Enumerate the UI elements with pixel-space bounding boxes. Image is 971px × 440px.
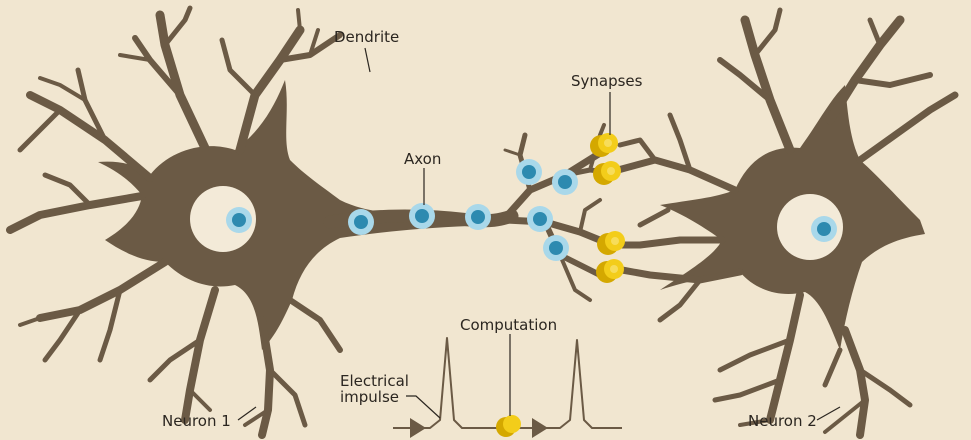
signal-axon-1	[348, 209, 374, 235]
synapse-3	[597, 231, 625, 255]
synapses-label: Synapses	[571, 72, 643, 90]
impulse-line	[393, 338, 622, 428]
electrical-leader	[406, 396, 440, 418]
neuron-1-label: Neuron 1	[162, 412, 231, 430]
dendrite-leader	[365, 48, 370, 72]
synapse-2	[593, 161, 621, 185]
signal-terminal-3	[527, 206, 553, 232]
impulse-trace	[393, 338, 622, 438]
signal-nucleus-1	[226, 207, 252, 233]
signal-terminal-2	[552, 169, 578, 195]
computation-marker	[496, 415, 521, 437]
axon-label: Axon	[404, 150, 441, 168]
signal-nucleus-2	[811, 216, 837, 242]
dendrite-label: Dendrite	[334, 28, 399, 46]
signal-axon-3	[465, 204, 491, 230]
neuron-1	[10, 8, 612, 435]
impulse-arrow-2	[532, 418, 548, 438]
signal-terminal-4	[543, 235, 569, 261]
impulse-arrow-1	[410, 418, 426, 438]
synapse-4	[596, 259, 624, 283]
neuron2-leader	[817, 407, 840, 420]
neuron-2-label: Neuron 2	[748, 412, 817, 430]
signal-terminal-1	[516, 159, 542, 185]
synapse-1	[590, 133, 618, 157]
computation-label: Computation	[460, 316, 557, 334]
electrical-impulse-label-line2: impulse	[340, 388, 399, 406]
signal-axon-2	[409, 203, 435, 229]
